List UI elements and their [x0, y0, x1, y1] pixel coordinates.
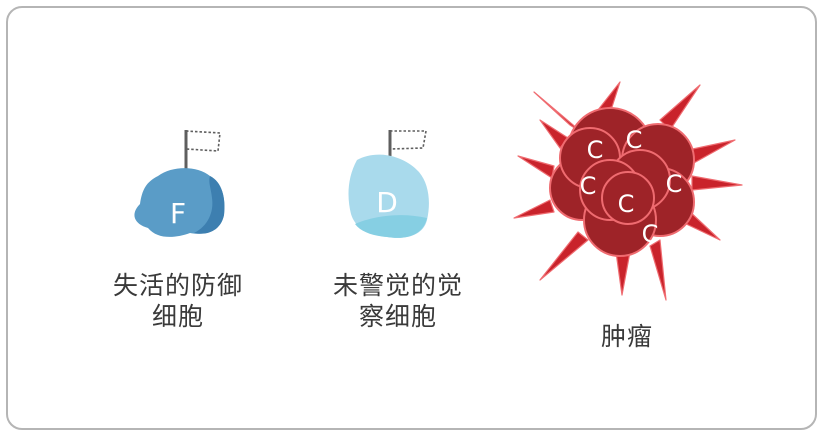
detection-cell-figure: D: [348, 130, 429, 238]
tumor-letter: C: [618, 190, 635, 218]
tumor-letter: C: [626, 126, 643, 154]
tumor-letter: C: [580, 172, 597, 200]
detection-cell-caption-line-2: 察细胞: [358, 302, 437, 331]
detection-cell-letter: D: [376, 186, 398, 219]
tumor-figure: C C C C C C: [513, 81, 743, 301]
defense-cell-caption-line-2: 细胞: [151, 302, 204, 331]
defense-cell-caption-line-1: 失活的防御: [112, 271, 243, 300]
defense-cell-body: [134, 168, 225, 237]
defense-cell-letter: F: [170, 197, 186, 230]
tumor-letter: C: [666, 170, 683, 198]
defense-cell-shade: [194, 176, 225, 234]
tumor-cells: [549, 107, 695, 257]
defense-cell-figure: F: [134, 130, 225, 237]
tumor-letters: C C C C C C: [580, 126, 683, 248]
defense-cell-caption: 失活的防御 细胞: [98, 270, 258, 332]
detection-cell-caption-line-1: 未警觉的觉: [332, 271, 463, 300]
tumor-caption: 肿瘤: [600, 322, 653, 351]
tumor-letter: C: [587, 136, 604, 164]
detection-cell-caption: 未警觉的觉 察细胞: [318, 270, 478, 332]
detection-cell-shade: [355, 215, 427, 238]
tumor-spikes: [513, 81, 743, 301]
tumor-letter: C: [642, 220, 659, 248]
